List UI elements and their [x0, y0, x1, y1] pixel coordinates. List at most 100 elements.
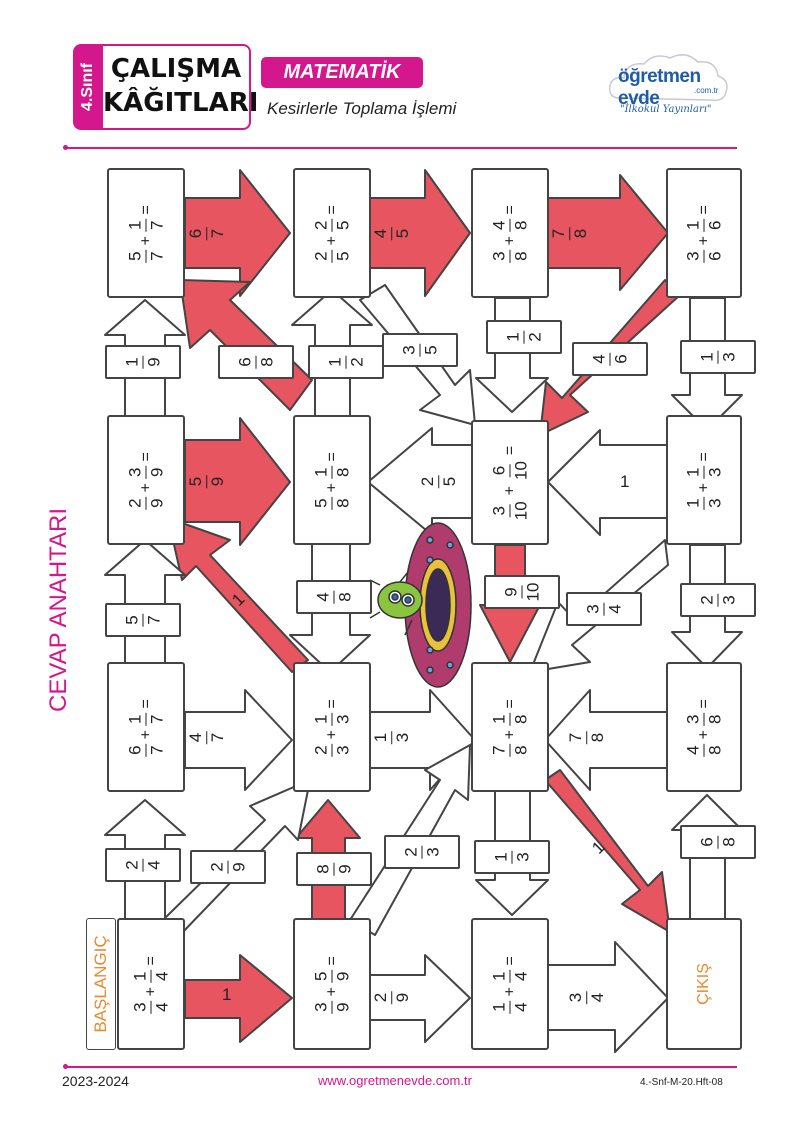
logo-tagline: "İlkokul Yayınları" [620, 104, 712, 115]
arrow-left-icon [547, 429, 669, 536]
denominator: 8 [705, 745, 725, 755]
denominator: 7 [144, 615, 164, 625]
denominator: 3 [513, 852, 533, 862]
plus-sign: + [501, 730, 518, 740]
logo-text-1: öğretmen evde [618, 66, 701, 109]
equals-sign: = [142, 956, 159, 966]
numerator: 6 [186, 226, 208, 241]
arrow-right-icon [547, 941, 669, 1053]
numerator: 4 [186, 730, 208, 745]
denominator: 5 [333, 220, 353, 230]
numerator: 2 [697, 593, 719, 607]
numerator: 2 [311, 743, 333, 757]
denominator: 7 [147, 220, 167, 230]
numerator: 5 [311, 496, 333, 510]
numerator: 3 [399, 343, 421, 357]
footer-url[interactable]: www.ogretmenevde.com.tr [318, 1073, 472, 1088]
numerator: 4 [589, 352, 611, 366]
plus-sign: + [323, 987, 340, 997]
numerator: 6 [235, 355, 257, 369]
denominator: 9 [229, 862, 249, 872]
rule-dot [63, 1064, 68, 1069]
denominator: 3 [705, 467, 725, 477]
numerator: 1 [130, 969, 152, 983]
numerator: 8 [313, 862, 335, 876]
subtitle: Kesirlerle Toplama İşlemi [267, 99, 457, 118]
denominator: 9 [144, 357, 164, 367]
denominator: 10 [523, 582, 543, 602]
denominator: 4 [605, 604, 625, 614]
equals-sign: = [323, 205, 340, 215]
numerator: 3 [489, 249, 511, 263]
denominator: 9 [335, 864, 355, 874]
plus-sign: + [501, 485, 518, 495]
grade-badge: 4.Sınıf [73, 44, 103, 130]
denominator: 7 [208, 228, 228, 239]
equals-sign: = [137, 452, 154, 462]
denominator: 7 [208, 732, 228, 743]
arrow-left-icon [367, 427, 476, 536]
denominator: 5 [333, 251, 353, 261]
numerator: 6 [697, 835, 719, 849]
denominator: 9 [393, 992, 413, 1003]
denominator: 3 [705, 498, 725, 508]
start-label-box: BAŞLANGIÇ [86, 918, 116, 1050]
denominator: 8 [257, 357, 277, 367]
numerator: 1 [491, 850, 513, 864]
denominator: 4 [511, 1002, 531, 1012]
equals-sign: = [137, 699, 154, 709]
exit-label: ÇIKIŞ [695, 963, 712, 1005]
denominator: 7 [147, 251, 167, 261]
denominator: 8 [588, 732, 608, 743]
denominator: 4 [152, 1002, 172, 1012]
denominator: 8 [335, 592, 355, 602]
plus-sign: + [501, 236, 518, 246]
denominator: 8 [511, 251, 531, 261]
plus-sign: + [323, 730, 340, 740]
numerator: 4 [489, 218, 511, 232]
denominator: 4 [144, 860, 164, 870]
equals-sign: = [695, 452, 712, 462]
numerator: 6 [125, 743, 147, 757]
denominator: 2 [525, 332, 545, 342]
numerator: 9 [501, 585, 523, 599]
denominator: 8 [333, 467, 353, 477]
